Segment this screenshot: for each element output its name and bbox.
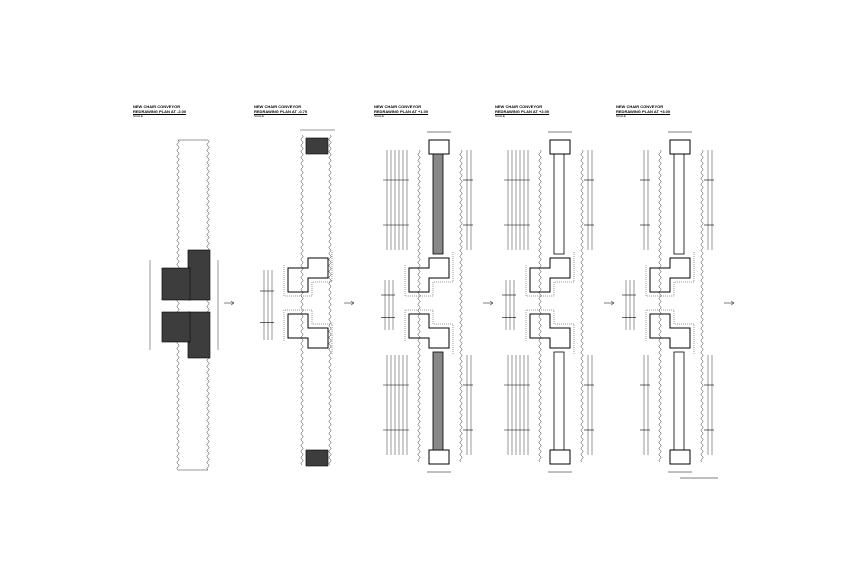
wavy-edge — [580, 149, 584, 463]
finish-line — [283, 252, 333, 297]
drawing-title-3: NEW CHAIR CONVEYOR REDRAWING PLAN AT +1.… — [374, 104, 428, 119]
wavy-edge — [328, 134, 332, 466]
north-arrow — [730, 302, 735, 306]
wavy-edge — [658, 149, 662, 463]
finish-line — [645, 252, 695, 297]
subtitle-text: REDRAWING PLAN AT +2.00 — [495, 109, 550, 114]
note-text: SCALE — [254, 114, 264, 118]
wavy-edge — [417, 149, 421, 463]
title-text: NEW CHAIR CONVEYOR — [133, 104, 181, 109]
wavy-edge — [300, 134, 304, 466]
z-wall — [649, 313, 691, 349]
glazing-panel — [553, 153, 565, 255]
hatched-block — [187, 249, 211, 301]
subtitle-text: REDRAWING PLAN AT -0.70 — [254, 109, 308, 114]
z-wall — [408, 313, 450, 349]
drawing-title-5: NEW CHAIR CONVEYOR REDRAWING PLAN AT +3.… — [616, 104, 670, 119]
north-arrow — [730, 300, 735, 304]
north-arrow — [230, 300, 235, 304]
finish-line — [645, 309, 695, 354]
note-text: SCALE — [133, 114, 143, 118]
glazing-panel — [553, 351, 565, 451]
finish-line — [525, 252, 575, 297]
drawing-title-4: NEW CHAIR CONVEYOR REDRAWING PLAN AT +2.… — [495, 104, 549, 119]
note-text: SCALE — [616, 114, 626, 118]
note-text: SCALE — [495, 114, 505, 118]
north-arrow — [489, 300, 494, 304]
wavy-edge — [459, 149, 463, 463]
z-wall — [287, 313, 329, 349]
north-arrow — [230, 302, 235, 306]
end-pier — [549, 449, 571, 465]
north-arrow — [350, 300, 355, 304]
wavy-edge — [206, 139, 210, 471]
z-wall — [529, 257, 571, 293]
glazing-panel — [432, 351, 444, 451]
hatched-block — [305, 137, 329, 155]
wavy-edge — [538, 149, 542, 463]
finish-line — [404, 309, 454, 354]
end-pier — [428, 139, 450, 155]
subtitle-text: REDRAWING PLAN AT +3.00 — [616, 109, 671, 114]
subtitle-text: REDRAWING PLAN AT -2.00 — [133, 109, 187, 114]
subtitle-text: REDRAWING PLAN AT +1.00 — [374, 109, 429, 114]
title-text: NEW CHAIR CONVEYOR — [254, 104, 302, 109]
end-pier — [549, 139, 571, 155]
glazing-panel — [673, 351, 685, 451]
drawing-title-1: NEW CHAIR CONVEYOR REDRAWING PLAN AT -2.… — [133, 104, 186, 119]
finish-line — [404, 252, 454, 297]
finish-line — [525, 309, 575, 354]
wavy-edge — [176, 139, 180, 471]
end-pier — [669, 449, 691, 465]
z-wall — [408, 257, 450, 293]
glazing-panel — [432, 153, 444, 255]
note-text: SCALE — [374, 114, 384, 118]
z-wall — [287, 257, 329, 293]
end-pier — [669, 139, 691, 155]
north-arrow — [489, 302, 494, 306]
wavy-edge — [700, 149, 704, 463]
north-arrow — [350, 302, 355, 306]
title-text: NEW CHAIR CONVEYOR — [374, 104, 422, 109]
north-arrow — [610, 300, 615, 304]
drawing-title-2: NEW CHAIR CONVEYOR REDRAWING PLAN AT -0.… — [254, 104, 307, 119]
title-text: NEW CHAIR CONVEYOR — [495, 104, 543, 109]
glazing-panel — [673, 153, 685, 255]
z-wall — [529, 313, 571, 349]
hatched-block — [305, 449, 329, 467]
hatched-block — [187, 311, 211, 359]
title-text: NEW CHAIR CONVEYOR — [616, 104, 664, 109]
z-wall — [649, 257, 691, 293]
north-arrow — [610, 302, 615, 306]
end-pier — [428, 449, 450, 465]
finish-line — [283, 309, 333, 354]
